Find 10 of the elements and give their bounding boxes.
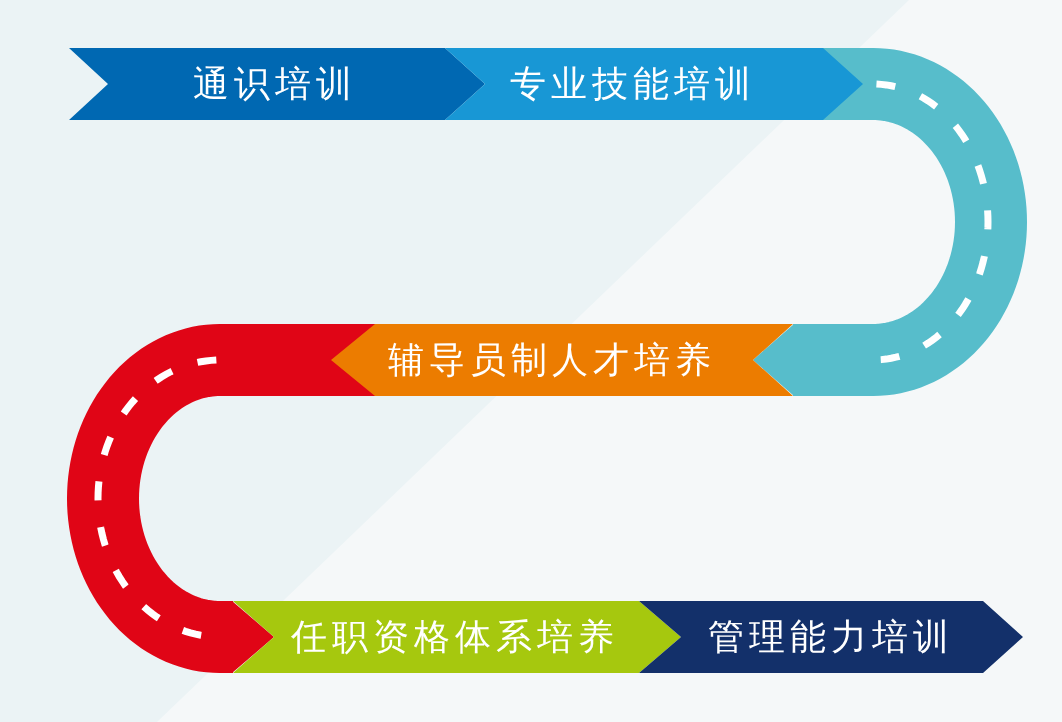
chevron-banner xyxy=(233,601,681,673)
step-label: 辅导员制人才培养 xyxy=(388,339,716,381)
u-turn-road-arrow xyxy=(753,48,1027,396)
step-label: 通识培训 xyxy=(193,63,357,105)
step-label: 专业技能培训 xyxy=(510,63,756,105)
chevron-banner xyxy=(331,324,793,396)
chevron-banner xyxy=(639,601,1023,673)
step-label: 任职资格体系培养 xyxy=(291,616,619,658)
step-label: 管理能力培训 xyxy=(708,616,954,658)
chevron-banner xyxy=(69,48,485,120)
